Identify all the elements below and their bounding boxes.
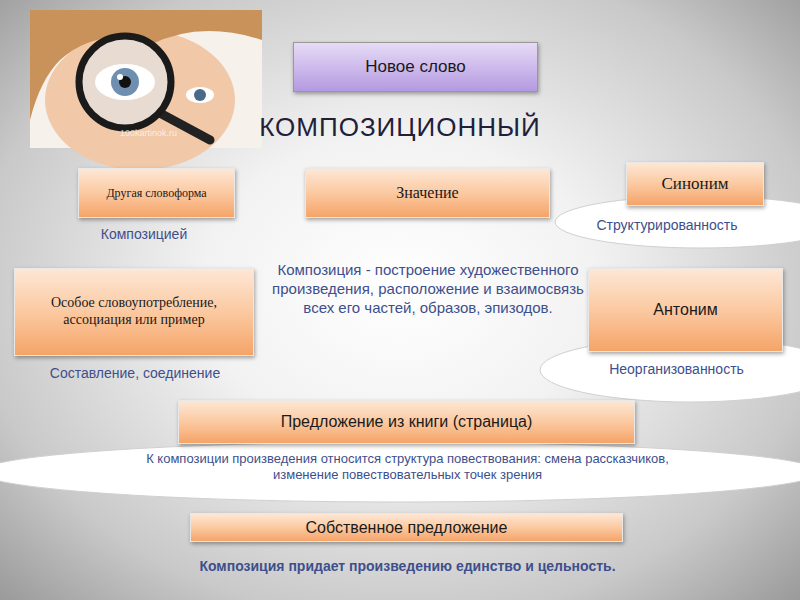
- box-label: Синоним: [662, 174, 729, 194]
- word-box: Предложение из книги (страница)К компози…: [178, 400, 635, 444]
- child-illustration: [30, 10, 262, 170]
- answer-text: Композицией: [69, 226, 219, 244]
- white-band: [0, 442, 800, 502]
- box-label: Предложение из книги (страница): [281, 412, 533, 431]
- box-label: Антоним: [653, 300, 717, 319]
- word-box: СинонимСтруктурированность: [626, 162, 764, 206]
- answer-text: Композиция - построение художественного …: [268, 261, 588, 317]
- word-box: АнтонимНеорганизованность: [588, 268, 783, 352]
- answer-text: Структурированность: [572, 217, 762, 235]
- box-label: Собственное предложение: [306, 518, 508, 537]
- answer-text: Составление, соединение: [35, 365, 235, 383]
- watermark: 100kartinok.ru: [120, 128, 177, 138]
- word-box: Собственное предложениеКомпозиция придае…: [190, 513, 623, 542]
- box-label: Значение: [396, 183, 458, 202]
- answer-text: К композиции произведения относится стру…: [131, 451, 684, 484]
- word-box: Особое словоупотребление, ассоциация или…: [14, 268, 254, 356]
- word-box: ЗначениеКомпозиция - построение художест…: [305, 168, 550, 218]
- word-box: Другая словоформаКомпозицией: [78, 168, 235, 218]
- answer-text: Композиция придает произведению единство…: [121, 558, 694, 576]
- word-box: Новое слово: [293, 42, 538, 92]
- answer-text: Неорганизованность: [584, 361, 769, 379]
- box-label: Новое слово: [365, 57, 466, 77]
- box-label: Особое словоупотребление, ассоциация или…: [23, 295, 245, 329]
- box-label: Другая словоформа: [106, 186, 206, 200]
- diagram-title: КОМПОЗИЦИОННЫЙ: [0, 112, 800, 143]
